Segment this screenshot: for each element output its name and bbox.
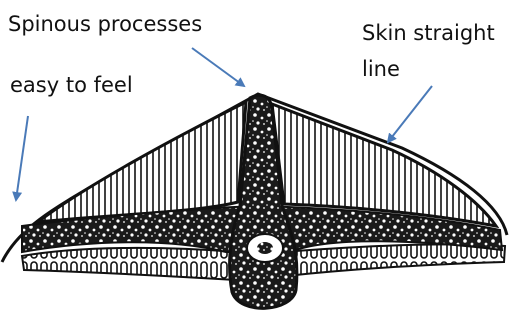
right-rib-band: [284, 244, 505, 276]
skin-line-label: line: [362, 57, 400, 81]
spinous-processes-label: Spinous processes: [8, 12, 202, 36]
skin-straight-label: Skin straight: [362, 21, 495, 45]
vertebral-body-inner: [257, 242, 273, 254]
easy-to-feel-label: easy to feel: [10, 73, 133, 97]
feel-arrow: [16, 116, 28, 200]
back-cross-section: [2, 94, 507, 308]
left-rib-band: [22, 248, 238, 280]
skin-arrow: [388, 86, 432, 142]
spinous-arrow: [192, 48, 244, 86]
left-muscle: [38, 102, 246, 222]
